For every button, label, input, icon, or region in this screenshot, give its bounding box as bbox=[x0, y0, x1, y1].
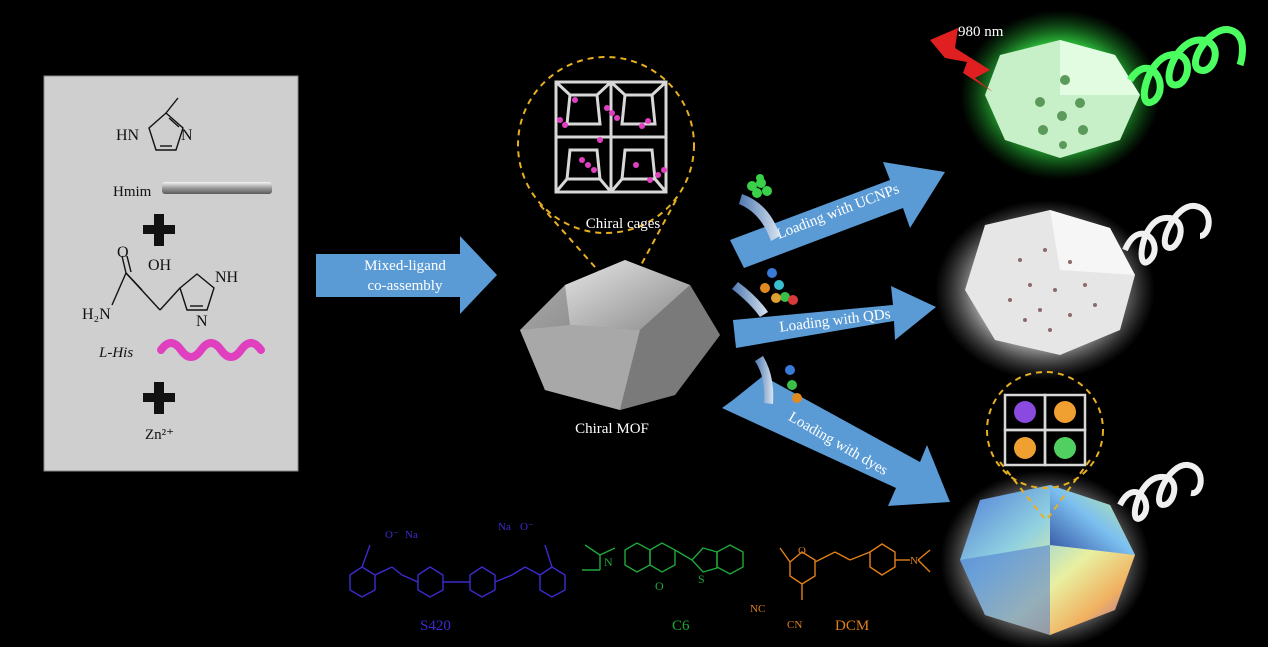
hmim-label: Hmim bbox=[113, 184, 152, 200]
hmim-ring-hn: HN bbox=[116, 127, 140, 144]
assembly-line-2: co-assembly bbox=[368, 278, 443, 294]
dcm-atoms: O N NC CN bbox=[750, 545, 918, 631]
dcm-nc: NC bbox=[750, 603, 765, 615]
hmim-rod-icon bbox=[162, 182, 272, 194]
s420-o-minus-1: O⁻ bbox=[385, 529, 399, 541]
assembly-arrow: Mixed-ligand co-assembly bbox=[316, 236, 497, 314]
dcm-label: DCM bbox=[835, 618, 869, 634]
qd-dots bbox=[1008, 248, 1097, 332]
his-ribbon-icon bbox=[157, 339, 265, 361]
green-spiral-icon bbox=[1127, 26, 1246, 106]
dcm-structure bbox=[779, 543, 931, 600]
mof-label: Chiral MOF bbox=[575, 421, 649, 437]
plus-icon bbox=[143, 382, 175, 414]
cage-lattice bbox=[554, 80, 668, 194]
his-structure bbox=[111, 255, 215, 311]
dye-cage-molecules bbox=[1014, 401, 1076, 459]
ligand-panel-background bbox=[43, 75, 299, 472]
c6-atoms: N S O bbox=[604, 555, 705, 593]
c6-s: S bbox=[698, 572, 705, 586]
dye-spiral-icon bbox=[1117, 462, 1204, 522]
qd-scoop-icon bbox=[732, 282, 768, 317]
s420-na-1: Na bbox=[405, 529, 418, 541]
dye-cage-lattice bbox=[1003, 393, 1087, 467]
ucnp-mof-glowing: 980 nm bbox=[930, 10, 1246, 180]
c6-n: N bbox=[604, 555, 613, 569]
plus-icon bbox=[143, 214, 175, 246]
dye-mof-glowing bbox=[940, 371, 1204, 647]
s420-atoms: O⁻ Na Na O⁻ bbox=[385, 521, 534, 541]
dcm-o: O bbox=[798, 545, 806, 557]
his-acid: OH bbox=[148, 257, 172, 274]
his-amine: H₂N bbox=[82, 306, 111, 323]
ucnp-particles bbox=[747, 174, 772, 198]
ucnp-dots bbox=[1035, 75, 1088, 149]
his-ring-nh: NH bbox=[215, 269, 239, 286]
s420-o-minus-2: O⁻ bbox=[520, 521, 534, 533]
ligand-panel: HN N Hmim OH O H₂N NH N L-His Zn²⁺ bbox=[43, 75, 299, 472]
dye-scoop-icon bbox=[755, 356, 774, 404]
loading-arrow-qd: Loading with QDs bbox=[732, 268, 936, 348]
chiral-mof-crystal: Chiral MOF bbox=[520, 260, 720, 437]
his-ring-n: N bbox=[196, 313, 208, 330]
white-spiral-icon bbox=[1122, 203, 1212, 266]
dye-particles bbox=[785, 365, 802, 403]
s420-label: S420 bbox=[420, 618, 451, 634]
dcm-n: N bbox=[910, 555, 918, 567]
laser-label: 980 nm bbox=[958, 24, 1004, 40]
zinc-label: Zn²⁺ bbox=[145, 427, 174, 443]
cages-label: Chiral cages bbox=[586, 216, 661, 232]
loading-arrow-dye: Loading with dyes bbox=[722, 356, 950, 506]
qd-particles bbox=[760, 268, 798, 305]
hmim-ring-n: N bbox=[181, 127, 193, 144]
s420-structure bbox=[349, 544, 566, 598]
his-label: L-His bbox=[98, 345, 133, 361]
s420-na-2: Na bbox=[498, 521, 511, 533]
assembly-line-1: Mixed-ligand bbox=[364, 258, 446, 274]
qd-mof-glowing bbox=[935, 200, 1212, 380]
hmim-structure bbox=[148, 97, 184, 151]
c6-label: C6 bbox=[672, 618, 690, 634]
his-linkers bbox=[557, 97, 667, 183]
c6-structure bbox=[582, 542, 744, 575]
chiral-cages-zoom: Chiral cages bbox=[517, 56, 695, 304]
c6-o: O bbox=[655, 579, 664, 593]
ucnp-scoop-icon bbox=[739, 194, 780, 241]
loading-arrow-ucnp: Loading with UCNPs bbox=[730, 162, 945, 268]
dcm-cn: CN bbox=[787, 619, 802, 631]
his-o: O bbox=[117, 244, 129, 261]
laser-bolt-icon bbox=[930, 28, 993, 92]
